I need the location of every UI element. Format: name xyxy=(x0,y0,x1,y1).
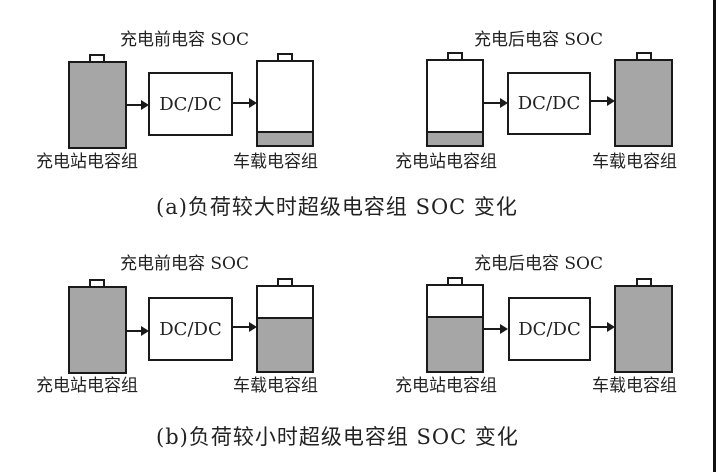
station-label: 充电站电容组 xyxy=(36,152,138,172)
converter-label: DC/DC xyxy=(518,318,581,340)
after-title: 充电后电容 SOC xyxy=(474,254,603,274)
arrow-to-converter xyxy=(484,98,508,108)
vehicle-battery-terminal xyxy=(277,278,293,286)
dc-dc-converter: DC/DC xyxy=(508,297,591,361)
soc-fill xyxy=(616,287,671,371)
soc-fill xyxy=(258,131,312,145)
before-title: 充电前电容 SOC xyxy=(120,30,249,50)
image-right-border xyxy=(713,0,716,472)
station-capacitor-battery xyxy=(68,61,127,149)
before-title: 充电前电容 SOC xyxy=(120,254,249,274)
arrow-to-converter xyxy=(484,324,508,334)
dc-dc-converter: DC/DC xyxy=(148,297,233,361)
converter-label: DC/DC xyxy=(517,93,581,114)
vehicle-battery-terminal xyxy=(277,53,293,61)
soc-fill xyxy=(70,63,125,147)
station-capacitor-battery xyxy=(426,284,484,373)
station-capacitor-battery xyxy=(68,286,127,374)
station-label: 充电站电容组 xyxy=(395,376,497,396)
vehicle-capacitor-battery xyxy=(614,285,673,373)
arrow-to-converter xyxy=(127,326,149,336)
vehicle-label: 车载电容组 xyxy=(592,376,677,396)
vehicle-battery-terminal xyxy=(636,52,652,60)
after-title: 充电后电容 SOC xyxy=(474,30,603,50)
converter-label: DC/DC xyxy=(159,318,222,340)
arrow-to-vehicle xyxy=(591,96,615,106)
arrow-to-vehicle xyxy=(233,98,257,108)
station-battery-terminal xyxy=(447,277,463,285)
arrow-to-converter xyxy=(127,100,149,110)
dc-dc-converter: DC/DC xyxy=(507,72,591,135)
vehicle-label: 车载电容组 xyxy=(592,152,677,172)
station-battery-terminal xyxy=(89,279,105,287)
dc-dc-converter: DC/DC xyxy=(148,72,233,136)
soc-fill xyxy=(428,131,482,145)
soc-fill xyxy=(428,316,482,371)
soc-fill xyxy=(70,288,125,372)
caption-b: (b)负荷较小时超级电容组 SOC 变化 xyxy=(156,425,519,449)
vehicle-capacitor-battery xyxy=(256,60,314,147)
soc-fill xyxy=(616,61,671,145)
station-label: 充电站电容组 xyxy=(395,152,497,172)
vehicle-capacitor-battery xyxy=(614,59,673,147)
converter-label: DC/DC xyxy=(159,93,222,115)
vehicle-battery-terminal xyxy=(636,278,652,286)
caption-a: (a)负荷较大时超级电容组 SOC 变化 xyxy=(156,195,518,219)
station-capacitor-battery xyxy=(426,59,484,147)
station-battery-terminal xyxy=(89,54,105,62)
arrow-to-vehicle xyxy=(233,322,257,332)
vehicle-label: 车载电容组 xyxy=(233,376,318,396)
vehicle-capacitor-battery xyxy=(256,285,314,373)
station-label: 充电站电容组 xyxy=(36,376,138,396)
station-battery-terminal xyxy=(447,52,463,60)
soc-fill xyxy=(258,316,312,371)
vehicle-label: 车载电容组 xyxy=(233,152,318,172)
arrow-to-vehicle xyxy=(591,322,615,332)
